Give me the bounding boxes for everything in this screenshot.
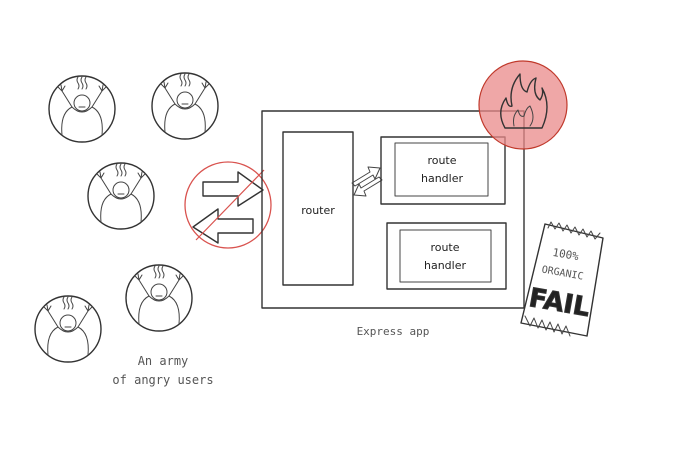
route-handler-1-label-line-1: route bbox=[427, 154, 456, 167]
express-app-box bbox=[261, 110, 525, 309]
exchange-arrows-icon bbox=[351, 166, 383, 197]
angry-user-2 bbox=[151, 72, 219, 140]
angry-user-1 bbox=[48, 75, 116, 143]
bag-text-percent: 100% bbox=[551, 246, 580, 263]
route-handler-2-box bbox=[399, 229, 492, 283]
users-caption-line-1: An army bbox=[138, 354, 189, 368]
angry-user-5 bbox=[34, 295, 102, 363]
angry-user-3 bbox=[87, 162, 155, 230]
router-label: router bbox=[301, 204, 335, 217]
route-handler-1-outer bbox=[380, 136, 506, 205]
organic-fail-bag-icon: 100% ORGANIC FAIL bbox=[520, 221, 604, 337]
route-handler-2-label-line-2: handler bbox=[424, 259, 466, 272]
angry-user-4 bbox=[125, 264, 193, 332]
express-app-caption: Express app bbox=[357, 325, 430, 338]
blocked-requests-icon bbox=[184, 161, 272, 249]
bag-text-organic: ORGANIC bbox=[541, 264, 584, 282]
route-handler-1-box bbox=[394, 142, 489, 197]
route-handler-2-label-line-1: route bbox=[430, 241, 459, 254]
bag-text-fail: FAIL bbox=[527, 283, 592, 323]
route-handler-2-outer bbox=[386, 222, 507, 290]
router-box bbox=[282, 131, 354, 286]
route-handler-1-label-line-2: handler bbox=[421, 172, 463, 185]
users-caption-line-2: of angry users bbox=[112, 373, 213, 387]
fire-icon bbox=[478, 60, 568, 150]
